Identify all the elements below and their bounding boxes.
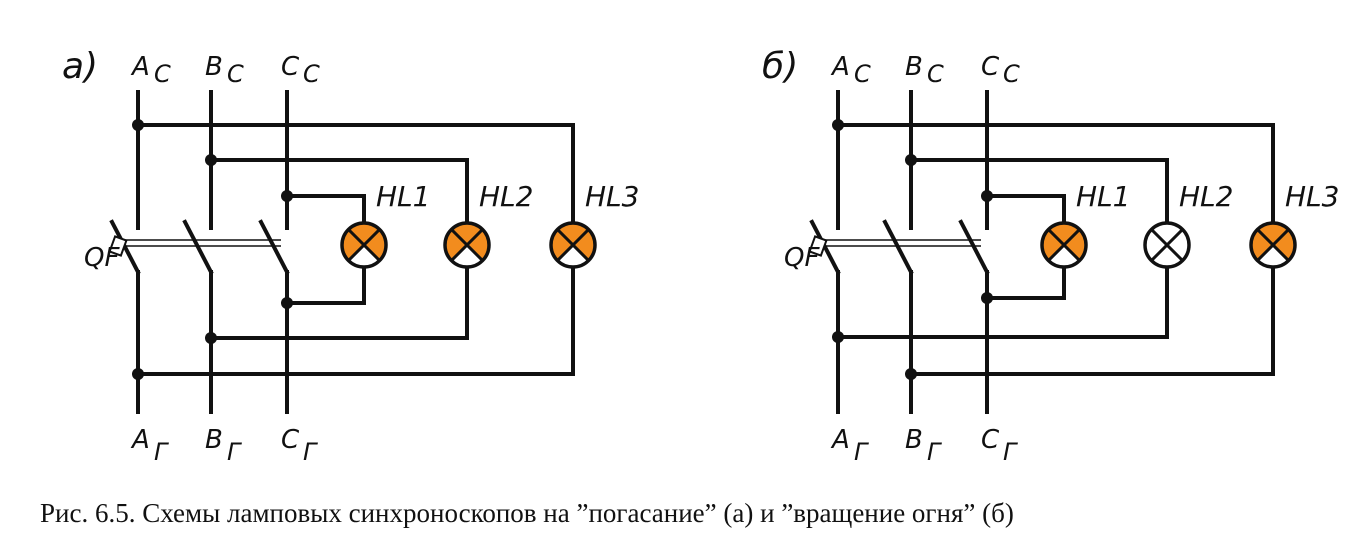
lamp-2: [1143, 221, 1191, 269]
lamp-outline: [1143, 221, 1191, 269]
lamp-glow-top: [1048, 223, 1080, 245]
bus-top-label-b: B: [905, 52, 923, 82]
diagram-label: б): [762, 46, 798, 87]
bus-bottom-sub-b: Г: [227, 438, 242, 466]
lamp-glow-right: [467, 229, 489, 261]
lamp-outline: [1249, 221, 1297, 269]
bus-bottom-sub-c: Г: [303, 438, 318, 466]
lamp-1: [1040, 221, 1088, 269]
bus-bottom-label-c: C: [281, 425, 300, 455]
qf-blade-b: [882, 219, 914, 275]
lamp-3: [1249, 221, 1297, 269]
lamp-label-1: HL1: [376, 180, 430, 213]
bus-bottom-label-b: B: [205, 425, 223, 455]
bus-top-label-c: C: [981, 52, 1000, 82]
lamp-glow-left: [1251, 229, 1273, 261]
lamp-glow-right: [1064, 229, 1086, 261]
lamp-label-3: HL3: [1285, 180, 1339, 213]
junction-bottom-1: [281, 297, 293, 309]
lamp-outline: [443, 221, 491, 269]
bus-bottom-sub-a: Г: [154, 438, 169, 466]
lamp-glow-top: [557, 223, 589, 245]
figure-caption: Рис. 6.5. Схемы ламповых синхроноскопов …: [40, 498, 1014, 528]
bus-top-label-b: B: [205, 52, 223, 82]
lamp-glow-right: [573, 229, 595, 261]
bus-bottom-label-b: B: [905, 425, 923, 455]
bus-top-sub-a: С: [854, 60, 871, 88]
lamp-glow-left: [342, 229, 364, 261]
bus-top-sub-b: С: [227, 60, 244, 88]
lamp-label-3: HL3: [585, 180, 639, 213]
junction-top-1: [132, 119, 144, 131]
lamp-glow-top: [348, 223, 380, 245]
lamp-cross-2: [1047, 228, 1081, 262]
bus-top-sub-b: С: [927, 60, 944, 88]
lamp-outline: [1040, 221, 1088, 269]
qf-label: QF: [84, 243, 120, 273]
bus-top-sub-c: С: [1003, 60, 1020, 88]
qf-blade-c: [258, 219, 290, 275]
bus-bottom-sub-a: Г: [854, 438, 869, 466]
bus-bottom-label-a: A: [830, 425, 850, 455]
qf-handle: [108, 235, 128, 257]
qf-handle: [808, 235, 828, 257]
bus-bottom-sub-b: Г: [927, 438, 942, 466]
lamp-2: [443, 221, 491, 269]
bus-bottom-label-c: C: [981, 425, 1000, 455]
junction-top-3: [981, 190, 993, 202]
junction-bottom-3: [905, 368, 917, 380]
qf-blade-c: [958, 219, 990, 275]
lamp-glow-top: [1257, 223, 1289, 245]
junction-bottom-3: [132, 368, 144, 380]
junction-top-2: [905, 154, 917, 166]
junction-top-2: [205, 154, 217, 166]
lamp-cross-2: [450, 228, 484, 262]
lamp-outline: [549, 221, 597, 269]
bus-top-sub-a: С: [154, 60, 171, 88]
lamp-glow-top: [451, 223, 483, 245]
junction-top-3: [281, 190, 293, 202]
lamp-1: [340, 221, 388, 269]
junction-bottom-2: [832, 331, 844, 343]
lamp-glow-left: [1042, 229, 1064, 261]
junction-bottom-2: [205, 332, 217, 344]
lamp-label-2: HL2: [1179, 180, 1233, 213]
lamp-glow-right: [1273, 229, 1295, 261]
bus-top-label-a: A: [130, 52, 150, 82]
lamp-3: [549, 221, 597, 269]
qf-label: QF: [784, 243, 820, 273]
lamp-glow-left: [551, 229, 573, 261]
lamp-glow-right: [364, 229, 386, 261]
lamp-outline: [340, 221, 388, 269]
lamp-label-2: HL2: [479, 180, 533, 213]
junction-bottom-1: [981, 292, 993, 304]
bus-bottom-sub-c: Г: [1003, 438, 1018, 466]
lamp-cross-2: [1256, 228, 1290, 262]
bus-bottom-label-a: A: [130, 425, 150, 455]
diagram-label: а): [62, 46, 98, 87]
lamp-cross-2: [1150, 228, 1184, 262]
qf-blade-b: [182, 219, 214, 275]
lamp-glow-left: [445, 229, 467, 261]
lamp-label-1: HL1: [1076, 180, 1130, 213]
bus-top-sub-c: С: [303, 60, 320, 88]
lamp-cross-2: [347, 228, 381, 262]
bus-top-label-a: A: [830, 52, 850, 82]
lamp-cross-2: [556, 228, 590, 262]
junction-top-1: [832, 119, 844, 131]
bus-top-label-c: C: [281, 52, 300, 82]
